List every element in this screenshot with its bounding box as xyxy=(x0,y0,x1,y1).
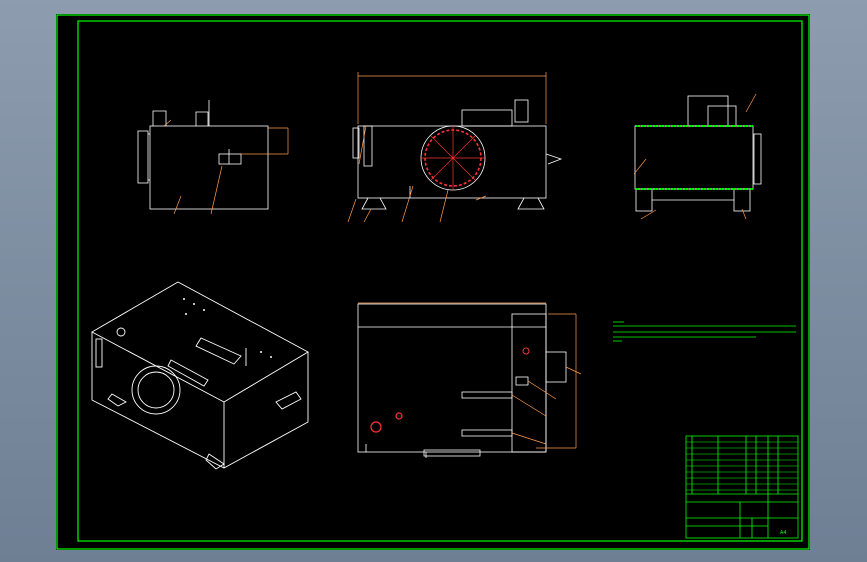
top-view xyxy=(357,303,567,458)
cad-drawing: A4 xyxy=(56,14,810,550)
inner-frame xyxy=(77,20,803,542)
side-view-right xyxy=(634,95,762,212)
isometric-holes xyxy=(183,298,272,358)
title-block-size: A4 xyxy=(780,530,787,536)
side-view-right-dims xyxy=(633,93,757,220)
front-view-dims xyxy=(347,72,547,223)
title-block-rows xyxy=(686,441,798,491)
side-view-left-dims xyxy=(163,119,289,215)
top-view-red-marks xyxy=(370,347,530,433)
top-view-dims xyxy=(358,302,582,449)
technical-notes xyxy=(613,321,796,342)
front-view-port xyxy=(420,125,486,191)
side-view-left xyxy=(137,100,269,210)
isometric-view xyxy=(91,281,309,470)
drawing-sheet: A4 xyxy=(56,14,810,550)
front-view xyxy=(352,99,563,210)
outer-frame xyxy=(56,14,810,550)
title-block xyxy=(685,435,799,539)
